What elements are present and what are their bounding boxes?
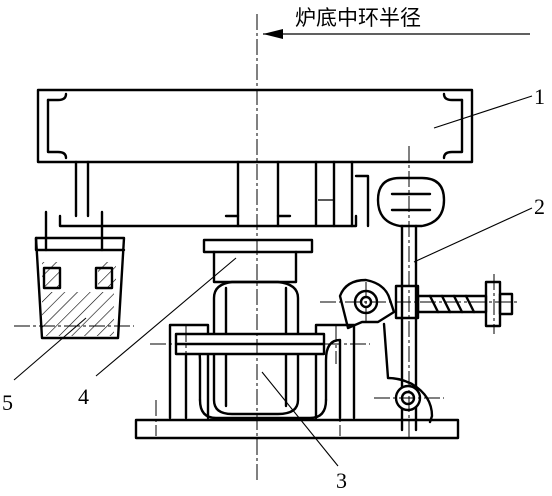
part-label-3: 3 (336, 468, 347, 493)
leader-lines (13, 95, 533, 467)
part-label-2: 2 (534, 194, 545, 219)
part-labels: 1 2 3 4 5 (2, 84, 545, 493)
ring-weight-block (34, 210, 126, 340)
caption-text: 炉底中环半径 (295, 6, 421, 30)
part-label-4: 4 (78, 384, 89, 409)
roller-track-plate (202, 238, 314, 284)
center-lines (14, 14, 520, 480)
support-roller (174, 280, 326, 416)
part-label-1: 1 (534, 84, 545, 109)
part-label-5: 5 (2, 390, 13, 415)
radius-dimension: 炉底中环半径 (263, 6, 530, 39)
furnace-ring-beam (36, 88, 474, 228)
